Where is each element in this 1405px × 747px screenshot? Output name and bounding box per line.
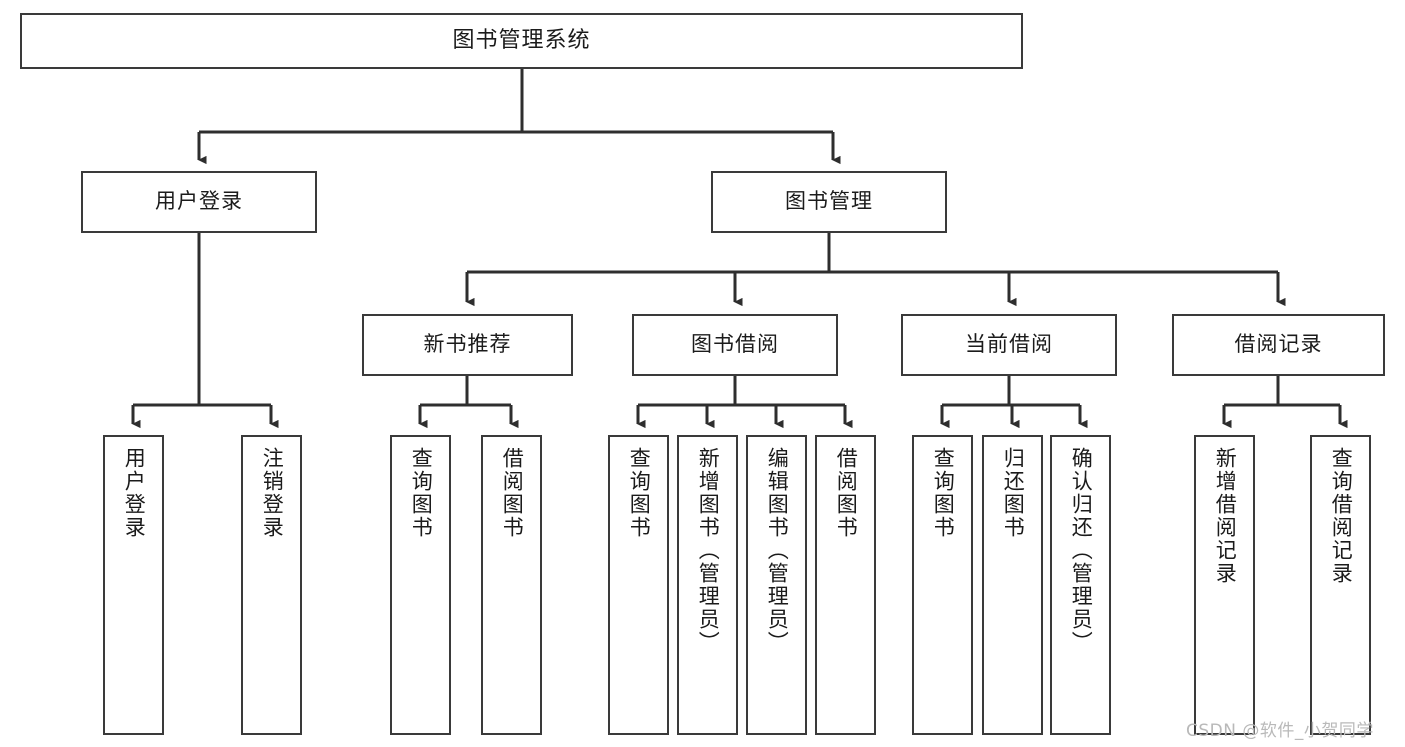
node-new-book-recommend[interactable]: 新书推荐 — [362, 314, 573, 376]
leaf-user-login[interactable]: 用户登录 — [103, 435, 164, 735]
leaf-borrow-query-book[interactable]: 查询图书 — [608, 435, 669, 735]
leaf-borrow-borrow-book[interactable]: 借阅图书 — [815, 435, 876, 735]
csdn-watermark: CSDN @软件_小贺同学 — [1186, 721, 1374, 741]
node-user-login[interactable]: 用户登录 — [81, 171, 317, 233]
node-label: 新增图书（管理员） — [696, 447, 721, 654]
node-label: 图书管理系统 — [452, 27, 591, 53]
leaf-borrow-add-book-admin[interactable]: 新增图书（管理员） — [677, 435, 738, 735]
node-label: 新书推荐 — [423, 332, 512, 357]
node-label: 借阅记录 — [1234, 332, 1323, 357]
node-label: 归还图书 — [1001, 447, 1026, 539]
node-label: 确认归还（管理员） — [1069, 447, 1094, 654]
node-label: 新增借阅记录 — [1213, 447, 1238, 585]
leaf-current-return-book[interactable]: 归还图书 — [982, 435, 1043, 735]
leaf-recommend-query-book[interactable]: 查询图书 — [390, 435, 451, 735]
node-label: 注销登录 — [260, 447, 285, 539]
node-label: 借阅图书 — [500, 447, 525, 539]
node-label: 编辑图书（管理员） — [765, 447, 790, 654]
leaf-logout[interactable]: 注销登录 — [241, 435, 302, 735]
leaf-current-query-book[interactable]: 查询图书 — [912, 435, 973, 735]
leaf-current-confirm-return-admin[interactable]: 确认归还（管理员） — [1050, 435, 1111, 735]
node-label: 图书管理 — [785, 189, 873, 214]
node-label: 查询图书 — [931, 447, 956, 539]
node-label: 查询图书 — [409, 447, 434, 539]
node-label: 当前借阅 — [965, 332, 1053, 357]
node-label: 查询图书 — [627, 447, 652, 539]
node-label: 用户登录 — [155, 189, 243, 214]
node-current-borrow[interactable]: 当前借阅 — [901, 314, 1117, 376]
node-label: 用户登录 — [122, 447, 147, 539]
leaf-recommend-borrow-book[interactable]: 借阅图书 — [481, 435, 542, 735]
leaf-record-add-record[interactable]: 新增借阅记录 — [1194, 435, 1255, 735]
node-root-system[interactable]: 图书管理系统 — [20, 13, 1023, 69]
node-label: 查询借阅记录 — [1329, 447, 1354, 585]
node-label: 借阅图书 — [834, 447, 859, 539]
node-book-management[interactable]: 图书管理 — [711, 171, 947, 233]
node-borrow-record[interactable]: 借阅记录 — [1172, 314, 1385, 376]
leaf-borrow-edit-book-admin[interactable]: 编辑图书（管理员） — [746, 435, 807, 735]
leaf-record-query-record[interactable]: 查询借阅记录 — [1310, 435, 1371, 735]
node-label: 图书借阅 — [691, 332, 779, 357]
node-book-borrow[interactable]: 图书借阅 — [632, 314, 838, 376]
